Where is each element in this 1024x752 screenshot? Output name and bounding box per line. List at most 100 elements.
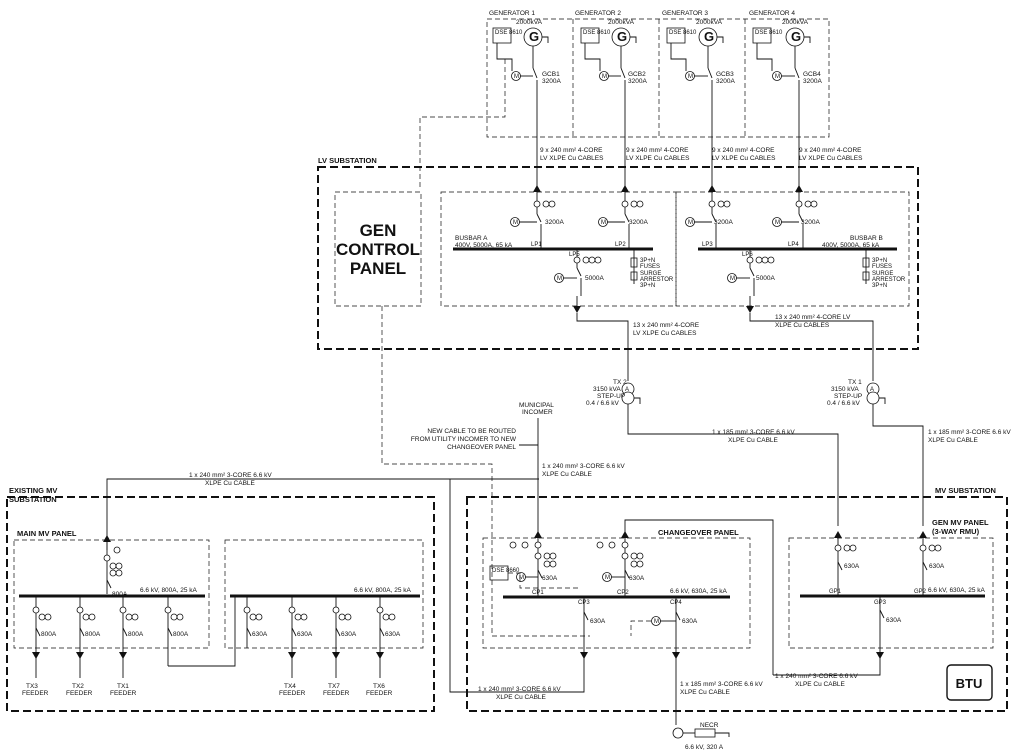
arrestor-line2: ARRESTOR: [640, 277, 674, 283]
generator-4-name: GENERATOR 4: [749, 10, 795, 17]
lv-incomer-b1: M 3200A: [685, 192, 733, 248]
fuse-symbol: [630, 257, 638, 268]
ammeter-symbol: [109, 562, 117, 570]
protection-symbol: [115, 569, 123, 577]
protection-symbol: [630, 560, 638, 568]
feeder-tx2-type: FEEDER: [66, 690, 93, 697]
protection-symbol: [388, 613, 396, 621]
arrestor-line1: SURGE: [872, 271, 893, 277]
cp1-label: CP1: [532, 590, 544, 596]
generator-3-rating: 2000kVA: [696, 19, 723, 26]
tx1-rating: 3150 kVA: [831, 386, 859, 393]
ct-symbol: [621, 552, 629, 560]
feeder-tx6-name: TX6: [373, 683, 385, 690]
generator-4-symbol-letter: G: [791, 29, 801, 44]
tx2-cable-line2: XLPE Cu CABLE: [728, 437, 779, 444]
tx1-type: STEP-UP: [834, 393, 862, 400]
tx2-cable-line1: 1 x 185 mm² 3-CORE 6.6 kV: [712, 429, 795, 436]
gen-cable-label-4b: LV XLPE Cu CABLES: [799, 155, 863, 162]
ct-symbol: [746, 256, 754, 264]
voltmeter-symbol: [113, 546, 121, 554]
arrestor-line3: 3P+N: [640, 283, 655, 289]
generator-2-breaker-rating: 3200A: [628, 78, 647, 85]
changeover-incomer-municipal: M 630A DSE 8660: [489, 531, 558, 596]
voltmeter-symbol: [509, 541, 517, 549]
gen-cable-label-1b: LV XLPE Cu CABLES: [540, 155, 604, 162]
necr-name: NECR: [700, 722, 719, 729]
existing-tie-line2: XLPE Cu CABLE: [205, 480, 256, 487]
motor-letter: M: [513, 220, 518, 226]
resistor-symbol: [694, 728, 716, 738]
motor-letter: M: [688, 74, 693, 80]
busbar-b-rating: 400V, 5000A, 65 kA: [822, 242, 880, 249]
motor-letter: M: [519, 575, 524, 581]
feeder-tx4-type: FEEDER: [279, 690, 306, 697]
generator-1-name: GENERATOR 1: [489, 10, 535, 17]
generator-1-breaker-rating: 3200A: [542, 78, 561, 85]
fuses-line2: FUSES: [640, 264, 660, 270]
motor-letter: M: [601, 220, 606, 226]
gen-cable-label-3: 9 x 240 mm² 4-CORE: [712, 147, 775, 154]
ammeter-symbol: [755, 256, 763, 264]
motor-letter: M: [514, 74, 519, 80]
existing-feeder-tx2: 800A TX2 FEEDER: [66, 597, 101, 697]
changeover-existing-cable-line2: XLPE Cu CABLE: [496, 694, 547, 701]
lv-out-arrow-a: [573, 306, 581, 313]
lv-substation-title: LV SUBSTATION: [318, 156, 377, 165]
lv-outgoing-a-rating: 5000A: [585, 275, 604, 282]
main-mv-panel-left: [13, 539, 210, 649]
lv-cable-a-line1: 13 x 240 mm² 4-CORE: [633, 322, 700, 329]
lv-out-arrow-b: [746, 306, 754, 313]
motor-letter: M: [602, 74, 607, 80]
tx1-ratio: 0.4 / 6.6 kV: [827, 400, 861, 407]
generator-4: GENERATOR 4 2000kVA DSE 8610 G M GCB4 32…: [749, 10, 822, 137]
main-mv-panel-right: [224, 539, 424, 649]
generator-1-breaker: GCB1: [542, 71, 560, 78]
generator-3: GENERATOR 3 2000kVA DSE 8610 G M GCB3 32…: [662, 10, 735, 137]
fuses-line1: 3P+N: [872, 258, 887, 264]
ct-symbol: [834, 544, 842, 552]
motor-letter: M: [775, 220, 780, 226]
tx2-name: TX 2: [613, 379, 627, 386]
existing-mv-substation: EXISTING MV SUBSTATION MAIN MV PANEL 1 x…: [6, 472, 539, 712]
lv-incomer-rating: 3200A: [629, 219, 648, 226]
changeover-controller: DSE 8660: [492, 568, 520, 574]
feeder-rating: 800A: [128, 631, 144, 638]
lv-cable-a-line2: LV XLPE Cu CABLES: [633, 330, 697, 337]
generator-2-name: GENERATOR 2: [575, 10, 621, 17]
gen-control-panel-line2: CONTROL: [336, 240, 420, 259]
changeover-rating: 630A: [590, 618, 606, 625]
generator-1: GENERATOR 1 2000kVA DSE 8610 G M GCB1 32…: [489, 10, 561, 137]
gen-mv-outgoing: 630A 1 x 240 mm² 3-CORE 6.6 kV XLPE Cu C…: [773, 597, 902, 688]
gen-mv-incomer-tx1: 630A: [919, 531, 945, 596]
fuse-symbol: [862, 257, 870, 268]
necr-earthing-symbol: [672, 727, 684, 739]
protection-symbol: [636, 560, 644, 568]
feeder-tx7-name: TX7: [328, 683, 340, 690]
voltmeter-symbol: [521, 541, 529, 549]
motor-letter: M: [775, 74, 780, 80]
gen-mv-panel-title-line1: GEN MV PANEL: [932, 518, 989, 527]
changeover-rating: 630A: [629, 575, 645, 582]
feeder-rating: 800A: [173, 631, 189, 638]
gen-mv-panel-title-line2: (3-WAY RMU): [932, 527, 980, 536]
existing-feeder-tx6: 630A TX6 FEEDER: [366, 597, 401, 697]
gp2-label: GP2: [914, 589, 927, 595]
new-cable-note-line2: FROM UTILITY INCOMER TO NEW: [411, 436, 517, 443]
protection-symbol: [723, 200, 731, 208]
ct-symbol: [621, 200, 629, 208]
ammeter-symbol: [338, 613, 346, 621]
ammeter-symbol: [170, 613, 178, 621]
ammeter-symbol: [928, 544, 936, 552]
tx1-cable-line1: 1 x 185 mm² 3-CORE 6.6 kV: [928, 429, 1011, 436]
motor-letter: M: [605, 575, 610, 581]
lv-cable-b-line1: 13 x 240 mm² 4-CORE LV: [775, 314, 851, 321]
generator-2-rating: 2000kVA: [608, 19, 635, 26]
feeder-rating: 800A: [85, 631, 101, 638]
necr-cable-line1: 1 x 185 mm² 3-CORE 6.6 kV: [680, 681, 763, 688]
changeover-outgoing-existing: 630A 1 x 240 mm² 3-CORE 6.6 kV XLPE Cu C…: [449, 479, 606, 701]
ct-symbol: [164, 606, 172, 614]
existing-mv-title-line1: EXISTING MV: [9, 486, 57, 495]
gp1-label: GP1: [829, 589, 842, 595]
changeover-rating: 630A: [682, 618, 698, 625]
